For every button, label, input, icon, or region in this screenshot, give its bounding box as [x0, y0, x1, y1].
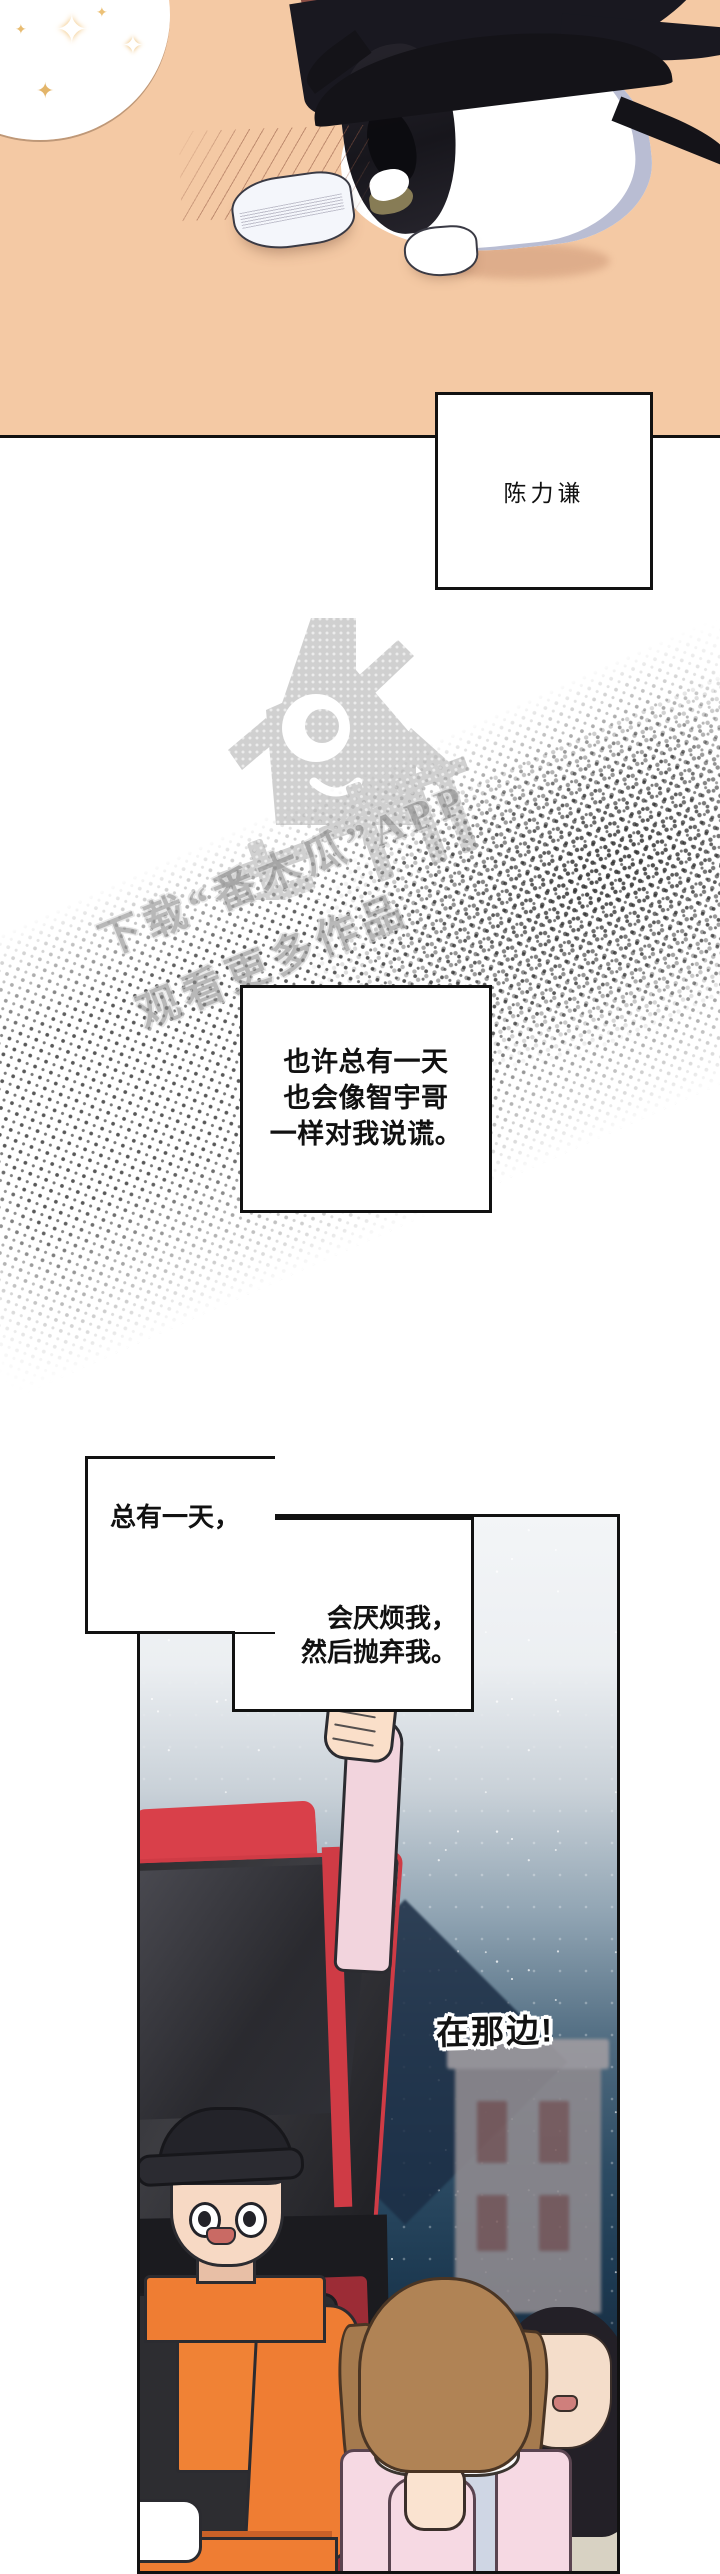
sparkle-icon: ✦ — [96, 4, 108, 20]
girl-hair — [358, 2277, 532, 2473]
eye-closeup-panel: ✦ ✦ ✦ ✦ ✦ — [0, 0, 720, 437]
caption-text-name: 陈力谦 — [503, 480, 585, 506]
character-delivery-boy — [140, 2107, 380, 2571]
boy-pupil-right — [243, 2211, 256, 2227]
girl-hand — [404, 2463, 466, 2531]
caption-text-abandon: 会厌烦我， 然后抛弃我。 — [300, 1603, 457, 1667]
caption-seam-patch — [238, 1459, 272, 1514]
caption-box-name: 陈力谦 — [435, 392, 653, 590]
boy-glove — [140, 2499, 202, 2563]
shout-text: 在那边! — [435, 2011, 555, 2052]
sparkle-icon: ✦ — [55, 8, 89, 52]
watermark-line-1: 下载“番木瓜”APP — [93, 775, 476, 966]
boy-pupil-left — [198, 2211, 211, 2227]
building-window — [477, 2101, 507, 2163]
boy-eye-right — [235, 2202, 267, 2238]
caption-text-lie: 也许总有一天 也会像智宇哥 一样对我说谎。 — [269, 1047, 463, 1149]
watermark: 下载“番木瓜”APP 观看更多作品 — [0, 600, 720, 1038]
sparkle-icon: ✦ — [122, 30, 144, 60]
sparkle-icon: ✦ — [36, 78, 55, 103]
building-window — [477, 2195, 507, 2251]
panel-divider — [0, 435, 720, 438]
papaya-mascot-logo-icon — [217, 618, 478, 900]
caption-text-someday: 总有一天， — [110, 1502, 241, 1532]
caption-seam-patch — [235, 1520, 275, 1632]
girl2-mouth-front — [552, 2395, 578, 2412]
character-girl-pink-coat — [334, 2277, 586, 2571]
boy-eye-left — [189, 2202, 221, 2238]
building-window — [539, 2101, 569, 2163]
background-building — [447, 2039, 609, 2313]
boy-mouth — [206, 2227, 236, 2245]
boy-collar — [144, 2275, 326, 2343]
night-street-panel: 在那边! — [137, 1514, 620, 2574]
tear-streak — [239, 193, 345, 229]
sparkle-icon: ✦ — [15, 21, 27, 37]
caption-box-lie: 也许总有一天 也会像智宇哥 一样对我说谎。 — [240, 985, 492, 1213]
building-window — [539, 2195, 569, 2251]
